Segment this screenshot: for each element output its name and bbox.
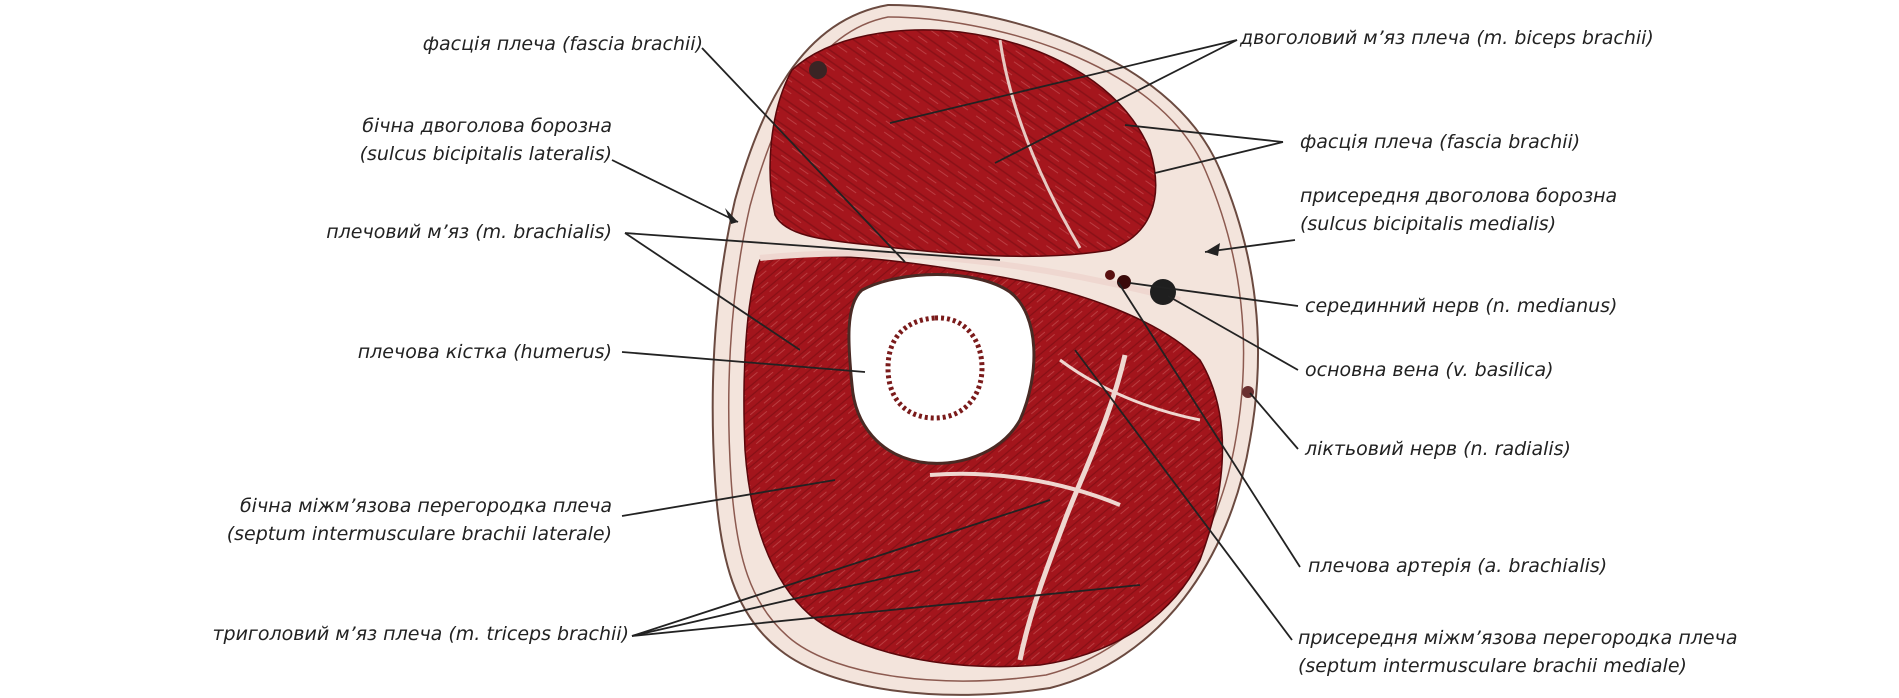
label-line-2: (septum intermusculare brachii laterale) — [227, 520, 612, 548]
label-line-1: бічна міжм’язова перегородка плеча — [227, 492, 612, 520]
label-text: триголовий м’яз плеча (m. triceps brachi… — [212, 620, 629, 648]
label-ulnar-nerve: ліктьовий нерв (n. radialis) — [1305, 435, 1571, 463]
label-line-2: (sulcus bicipitalis medialis) — [1300, 210, 1617, 238]
label-septum-lateral: бічна міжм’язова перегородка плеча (sept… — [227, 492, 612, 548]
label-fascia-left: фасція плеча (fascia brachii) — [423, 30, 703, 58]
label-text: фасція плеча (fascia brachii) — [423, 30, 703, 58]
label-text: серединний нерв (n. medianus) — [1305, 292, 1617, 320]
label-text: двоголовий м’яз плеча (m. biceps brachii… — [1240, 24, 1654, 52]
label-text: ліктьовий нерв (n. radialis) — [1305, 435, 1571, 463]
label-brachialis: плечовий м’яз (m. brachialis) — [326, 218, 612, 246]
label-text: плечовий м’яз (m. brachialis) — [326, 218, 612, 246]
label-sulcus-medial: присередня двоголова борозна (sulcus bic… — [1300, 182, 1617, 238]
label-line-1: присередня міжм’язова перегородка плеча — [1298, 624, 1737, 652]
artery-shape — [1105, 270, 1115, 280]
median-nerve-shape — [1117, 275, 1131, 289]
superficial-vein-shape — [809, 61, 827, 79]
label-text: основна вена (v. basilica) — [1305, 356, 1554, 384]
label-line-2: (septum intermusculare brachii mediale) — [1298, 652, 1737, 680]
label-septum-medial: присередня міжм’язова перегородка плеча … — [1298, 624, 1737, 680]
label-text: плечова артерія (a. brachialis) — [1308, 552, 1607, 580]
label-sulcus-lateral: бічна двоголова борозна (sulcus bicipita… — [360, 112, 612, 168]
label-median-nerve: серединний нерв (n. medianus) — [1305, 292, 1617, 320]
label-line-1: бічна двоголова борозна — [360, 112, 612, 140]
label-biceps: двоголовий м’яз плеча (m. biceps brachii… — [1240, 24, 1654, 52]
marrow-cavity — [888, 318, 982, 418]
label-fascia-right: фасція плеча (fascia brachii) — [1300, 128, 1580, 156]
label-text: плечова кістка (humerus) — [358, 338, 612, 366]
label-text: фасція плеча (fascia brachii) — [1300, 128, 1580, 156]
label-brachial-artery: плечова артерія (a. brachialis) — [1308, 552, 1607, 580]
label-line-1: присередня двоголова борозна — [1300, 182, 1617, 210]
basilic-vein-shape — [1150, 279, 1176, 305]
label-humerus: плечова кістка (humerus) — [358, 338, 612, 366]
label-triceps: триголовий м’яз плеча (m. triceps brachi… — [212, 620, 629, 648]
label-basilic-vein: основна вена (v. basilica) — [1305, 356, 1554, 384]
label-line-2: (sulcus bicipitalis lateralis) — [360, 140, 612, 168]
